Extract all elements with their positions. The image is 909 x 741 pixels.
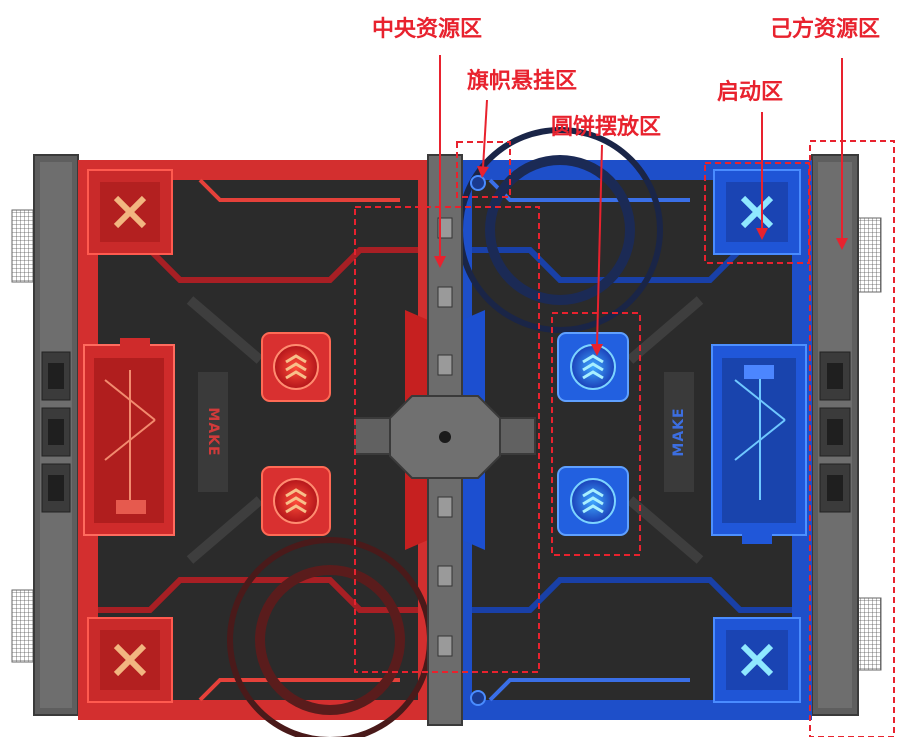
- central-structure: [354, 154, 536, 726]
- right-frame-rail: [811, 154, 859, 716]
- red-logo-text: MAKE: [205, 407, 221, 456]
- flag-hanging-zone-label: 旗帜悬挂区: [467, 69, 578, 94]
- left-frame-rail: [33, 154, 79, 716]
- blue-half: [457, 127, 812, 720]
- disc-placement-zone-box: [551, 312, 641, 556]
- blue-logo-text: MAKE: [671, 407, 687, 456]
- mesh-nets: [11, 209, 882, 671]
- disc-placement-zone-label: 圆饼摆放区: [551, 115, 662, 140]
- field-logos: MAKE MAKE: [205, 407, 687, 456]
- launch-zone-box: [704, 162, 810, 264]
- own-resource-zone-label: 己方资源区: [770, 17, 881, 42]
- flag-hanging-zone-box: [456, 141, 511, 198]
- launch-zone-label: 启动区: [717, 80, 784, 105]
- annotation-arrows: [434, 55, 848, 356]
- central-resource-zone-box: [354, 206, 540, 673]
- central-resource-zone-label: 中央资源区: [372, 17, 483, 42]
